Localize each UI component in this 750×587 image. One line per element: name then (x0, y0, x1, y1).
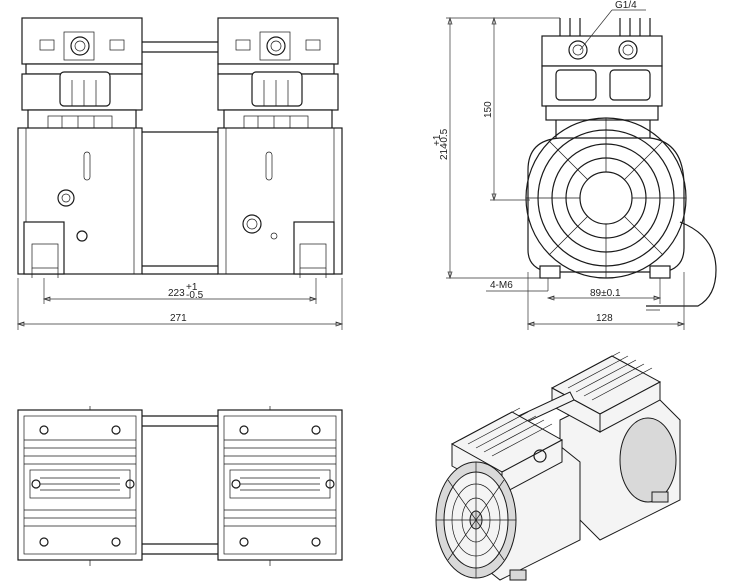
port-thread-label: G1/4 (615, 0, 637, 11)
side-motor (525, 117, 687, 279)
dim-foot-spacing-label: 89±0.1 (590, 288, 621, 299)
svg-text:+1: +1 (432, 134, 443, 146)
side-view: G1/4 150 214 +1 -0.5 4-M6 (432, 0, 717, 330)
dim-port-thread: G1/4 (579, 0, 646, 51)
dim-total-height-label: 214 (439, 143, 450, 160)
right-body (217, 127, 343, 278)
svg-text:-0.5: -0.5 (186, 290, 204, 301)
dim-side-depth-label: 128 (596, 313, 613, 324)
mount-thread-label: 4-M6 (490, 280, 513, 291)
left-cylinder-head (21, 17, 143, 139)
svg-text:-0.5: -0.5 (439, 128, 450, 146)
dim-foot-spacing: 89±0.1 (546, 278, 662, 304)
side-head (541, 18, 663, 146)
dim-mount-thread: 4-M6 (486, 278, 549, 292)
top-left-head (17, 409, 143, 561)
dim-head-height: 150 (483, 16, 560, 202)
front-view: 223 +1 -0.5 271 (16, 17, 344, 330)
dim-total-width: 271 (16, 278, 344, 330)
dim-side-depth: 128 (526, 272, 686, 330)
dim-mount-spacing-label: 223 (168, 288, 185, 299)
top-right-head (217, 409, 343, 561)
right-cylinder-head (217, 17, 339, 139)
dim-head-height-label: 150 (483, 101, 494, 118)
dim-total-height: 214 +1 -0.5 (432, 16, 540, 280)
left-body (17, 127, 143, 278)
isometric-view (435, 351, 681, 581)
svg-text:+1: +1 (186, 282, 198, 293)
dim-mount-spacing: 223 +1 -0.5 (42, 278, 318, 304)
power-cable (646, 221, 717, 307)
dim-total-width-label: 271 (170, 313, 187, 324)
top-view (17, 406, 343, 566)
